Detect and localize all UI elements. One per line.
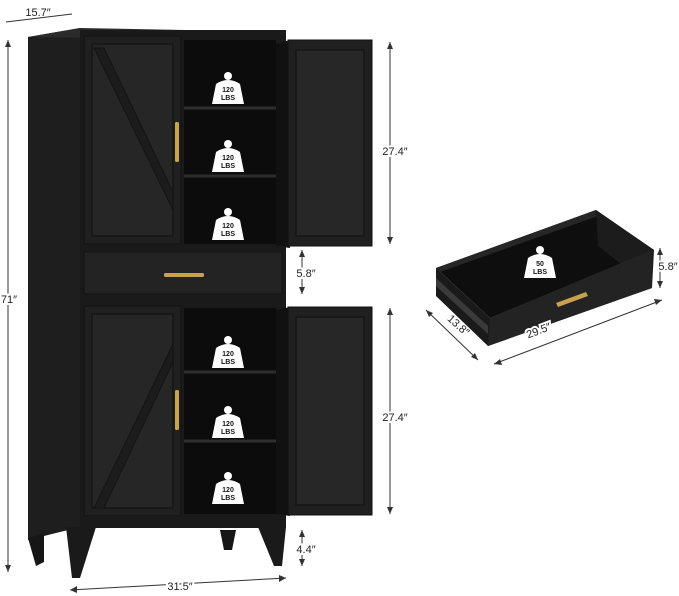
lower-compartment-label: 27.4″ bbox=[382, 412, 407, 424]
svg-text:LBS: LBS bbox=[221, 163, 235, 170]
leg-height-label: 4.4″ bbox=[296, 544, 315, 556]
svg-text:LBS: LBS bbox=[221, 95, 235, 102]
weight-badge-120: 120 LBS bbox=[212, 336, 244, 368]
lower-door-handle bbox=[175, 390, 179, 430]
svg-text:120: 120 bbox=[222, 421, 234, 428]
weight-badge-120: 120 LBS bbox=[212, 140, 244, 172]
depth-label: 15.7″ bbox=[25, 7, 50, 19]
drawer-handle bbox=[164, 273, 204, 277]
weight-badge-120: 120 LBS bbox=[212, 472, 244, 504]
lower-left-door bbox=[83, 305, 182, 517]
drawer-height-dim-label: 5.8″ bbox=[658, 261, 677, 273]
svg-text:50: 50 bbox=[536, 261, 544, 268]
svg-text:120: 120 bbox=[222, 351, 234, 358]
svg-text:LBS: LBS bbox=[533, 269, 547, 276]
shelf-weight-badges: 120 LBS 120 LBS 120 LBS 120 LBS 120 LBS bbox=[212, 72, 244, 504]
svg-text:120: 120 bbox=[222, 87, 234, 94]
svg-text:120: 120 bbox=[222, 155, 234, 162]
weight-badge-120: 120 LBS bbox=[212, 406, 244, 438]
cabinet bbox=[28, 28, 373, 578]
cabinet-side-panel bbox=[28, 28, 80, 540]
weight-badge-120: 120 LBS bbox=[212, 72, 244, 104]
svg-text:120: 120 bbox=[222, 223, 234, 230]
detached-drawer-handle bbox=[556, 292, 588, 307]
upper-compartment-label: 27.4″ bbox=[382, 146, 407, 158]
cabinet-drawer bbox=[80, 246, 286, 298]
leg-front-right bbox=[258, 527, 286, 566]
cabinet-base bbox=[80, 516, 286, 528]
svg-text:LBS: LBS bbox=[221, 231, 235, 238]
dimension-arrowheads bbox=[5, 40, 393, 593]
upper-door-handle bbox=[175, 122, 179, 162]
leg-back-left bbox=[28, 534, 44, 566]
width-label: 31.5″ bbox=[167, 581, 192, 593]
leg-front-left bbox=[66, 527, 96, 578]
svg-text:120: 120 bbox=[222, 487, 234, 494]
drawer-height-label: 5.8″ bbox=[296, 268, 315, 280]
svg-text:LBS: LBS bbox=[221, 359, 235, 366]
drawer-arrowheads bbox=[426, 248, 663, 365]
height-label: 71″ bbox=[1, 294, 17, 306]
lower-right-door-open bbox=[276, 306, 373, 516]
weight-badge-120: 120 LBS bbox=[212, 208, 244, 240]
drawer-weight-badge: 50 LBS bbox=[524, 246, 556, 278]
leg-back-right bbox=[220, 530, 236, 550]
upper-right-door-open bbox=[276, 39, 373, 248]
svg-text:LBS: LBS bbox=[221, 495, 235, 502]
svg-text:LBS: LBS bbox=[221, 429, 235, 436]
upper-left-door bbox=[83, 35, 182, 245]
